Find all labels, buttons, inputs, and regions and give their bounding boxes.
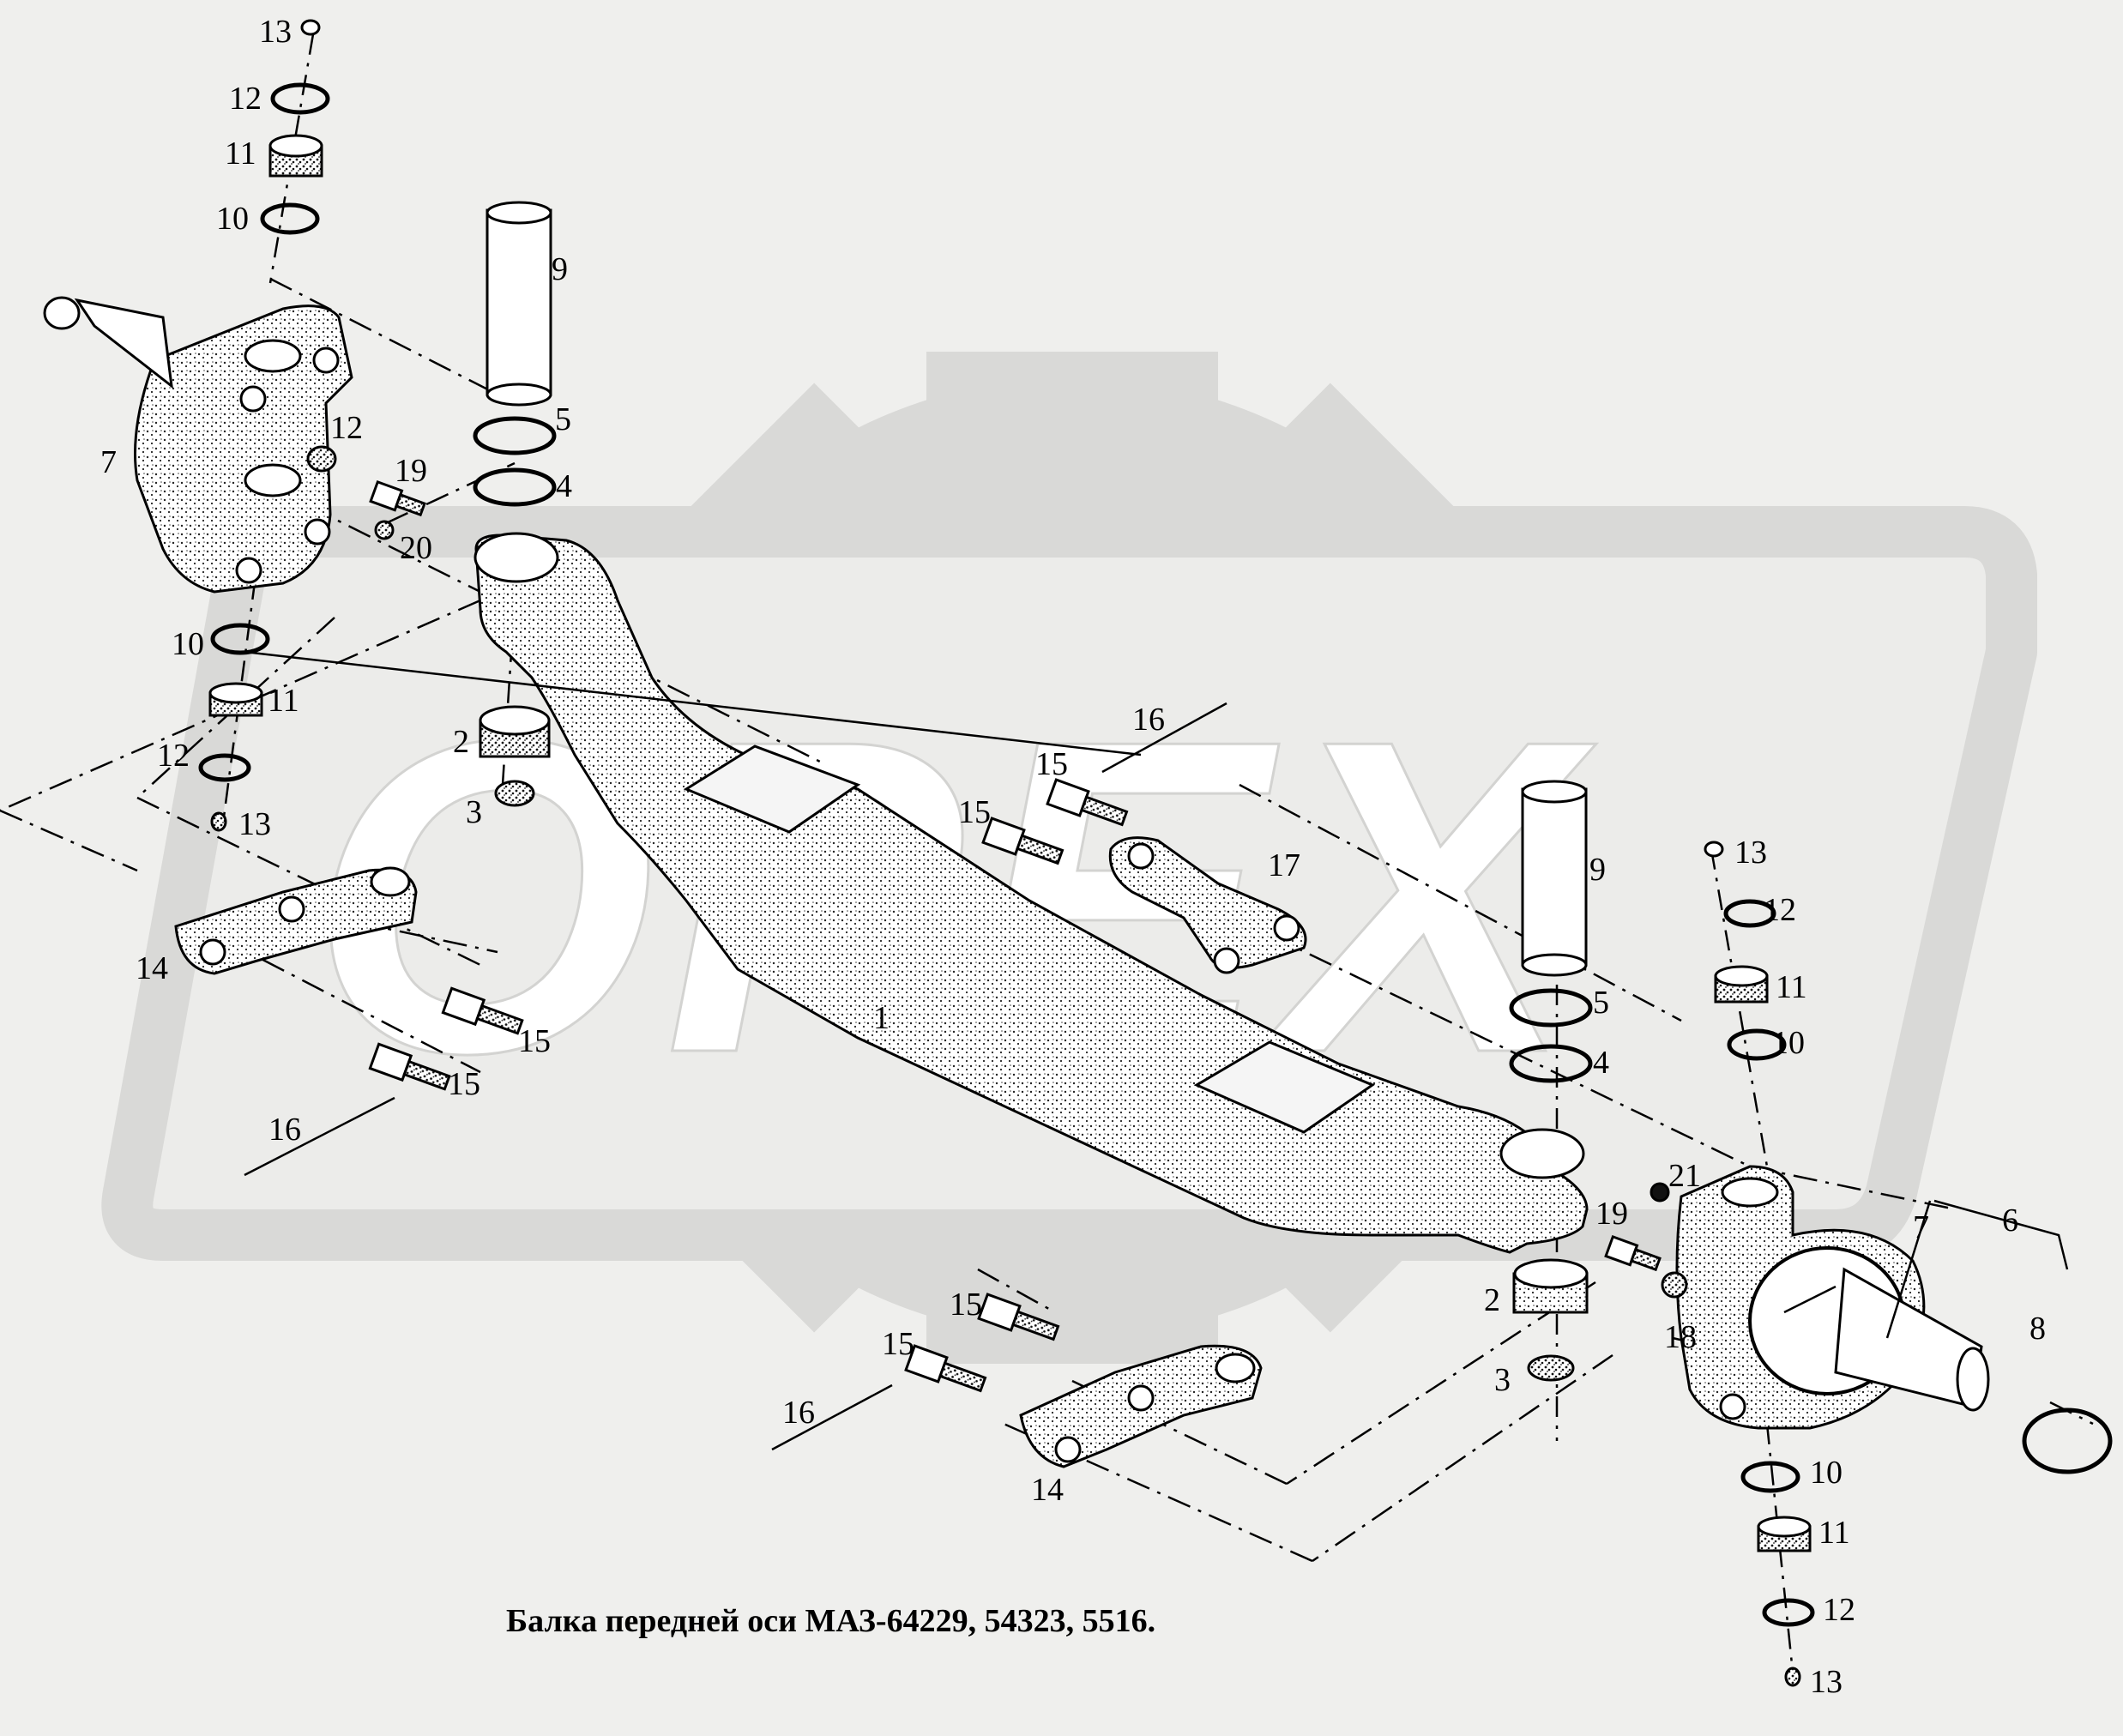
callout-13-left: 13	[238, 806, 271, 842]
callout-11-right-top: 11	[1776, 969, 1807, 1005]
callout-15-top-a: 15	[1035, 746, 1068, 782]
callout-14-left: 14	[136, 950, 168, 986]
callout-3-left: 3	[466, 794, 482, 830]
callout-9-right: 9	[1589, 852, 1606, 888]
diagram-caption: Балка передней оси МАЗ-64229, 54323, 551…	[506, 1603, 1156, 1639]
bolts	[210, 19, 1801, 1687]
spring-pad-right	[1193, 1040, 1376, 1134]
beam-eye-right	[1499, 1128, 1585, 1179]
knuckle-right	[1675, 1165, 1990, 1430]
steering-arms	[174, 836, 1307, 1468]
callout-12-right-top: 12	[1764, 892, 1796, 928]
callout-10-right-top: 10	[1772, 1025, 1805, 1061]
callout-7-left: 7	[100, 444, 117, 480]
callout-16-left: 16	[268, 1112, 301, 1148]
callout-1: 1	[873, 1000, 890, 1036]
callout-5-left: 5	[555, 401, 571, 437]
callout-15-left-a: 15	[518, 1023, 551, 1059]
callout-12-left: 12	[157, 738, 190, 774]
callout-13-right-top: 13	[1734, 835, 1767, 871]
callout-15-bottom-b: 15	[882, 1326, 914, 1362]
callout-16-bottom: 16	[782, 1395, 815, 1431]
leader-lines	[244, 650, 2069, 1451]
knuckle-left	[43, 296, 353, 594]
callout-16-top: 16	[1132, 702, 1165, 738]
callout-14-right: 14	[1031, 1472, 1064, 1508]
callout-17: 17	[1268, 847, 1300, 883]
bearings	[208, 134, 1812, 1552]
callout-13-top: 13	[259, 14, 292, 50]
callout-15-bottom-a: 15	[950, 1287, 982, 1323]
callout-15-left-b: 15	[448, 1066, 480, 1102]
kingpin-right	[1521, 780, 1588, 977]
callout-19-left: 19	[395, 453, 427, 489]
callout-18: 18	[1664, 1319, 1697, 1355]
callout-9-left: 9	[552, 251, 568, 287]
callout-8: 8	[2030, 1311, 2046, 1347]
callout-5-right: 5	[1593, 985, 1609, 1021]
callout-7-right: 7	[1913, 1209, 1929, 1245]
callout-4-right: 4	[1593, 1045, 1609, 1081]
callout-10-left: 10	[172, 626, 204, 662]
callout-6: 6	[2002, 1203, 2018, 1239]
callout-10-top: 10	[216, 201, 249, 237]
callout-2-right: 2	[1484, 1282, 1500, 1318]
callout-12-top: 12	[229, 81, 262, 117]
callout-19-right: 19	[1595, 1196, 1628, 1232]
washers	[198, 82, 2113, 1627]
callout-2-left: 2	[453, 724, 469, 760]
callout-3-right: 3	[1494, 1362, 1511, 1398]
callout-12-mid: 12	[330, 410, 363, 446]
beam-eye-left	[473, 532, 559, 583]
callout-13-right-bottom: 13	[1810, 1664, 1843, 1700]
callout-11-left: 11	[268, 683, 299, 719]
spring-pad-left	[683, 744, 861, 834]
callout-4-left: 4	[556, 468, 572, 504]
callout-12-right-bottom: 12	[1823, 1592, 1855, 1628]
callout-21: 21	[1668, 1158, 1701, 1194]
callout-15-top-b: 15	[958, 794, 991, 830]
callout-11-right-bottom: 11	[1818, 1515, 1850, 1551]
callout-20: 20	[400, 530, 432, 566]
kingpin-left	[486, 201, 552, 407]
callout-11-top: 11	[225, 136, 256, 172]
callout-10-right-bottom: 10	[1810, 1455, 1843, 1491]
